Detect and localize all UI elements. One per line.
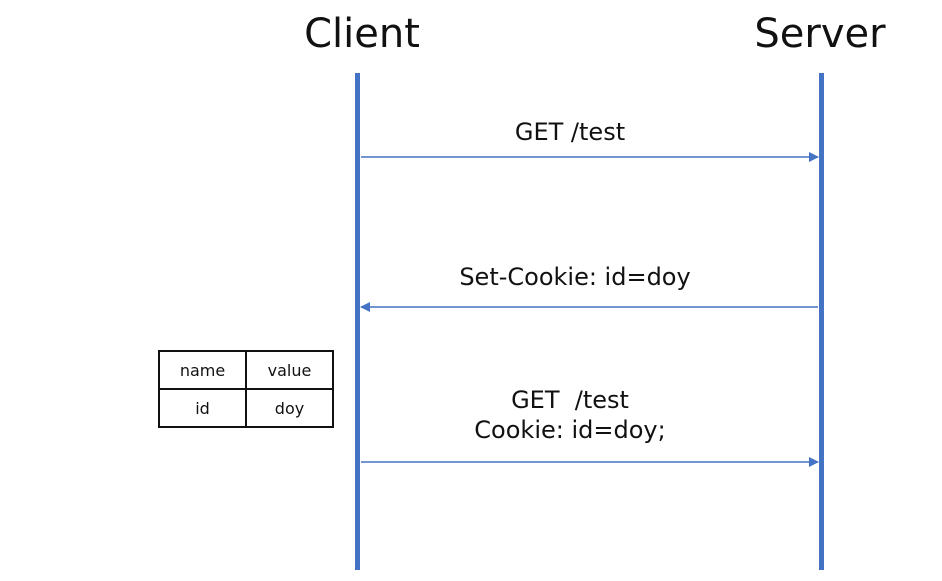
cookie-storage-table: name value id doy — [158, 350, 334, 428]
table-row: id doy — [158, 388, 334, 428]
client-lifeline — [355, 73, 360, 570]
message-label-get-test-2: GET /test — [511, 386, 629, 414]
table-header-row: name value — [158, 350, 334, 390]
message-label-get-test: GET /test — [514, 118, 626, 146]
server-actor-label: Server — [754, 11, 886, 57]
message-label-cookie-header: Cookie: id=doy; — [474, 416, 666, 444]
client-actor-label: Client — [304, 11, 420, 57]
message-label-set-cookie: Set-Cookie: id=doy — [459, 263, 691, 291]
table-header-value: value — [245, 350, 334, 390]
table-cell-name: id — [158, 388, 247, 428]
table-header-name: name — [158, 350, 247, 390]
server-lifeline — [819, 73, 824, 570]
table-cell-value: doy — [245, 388, 334, 428]
